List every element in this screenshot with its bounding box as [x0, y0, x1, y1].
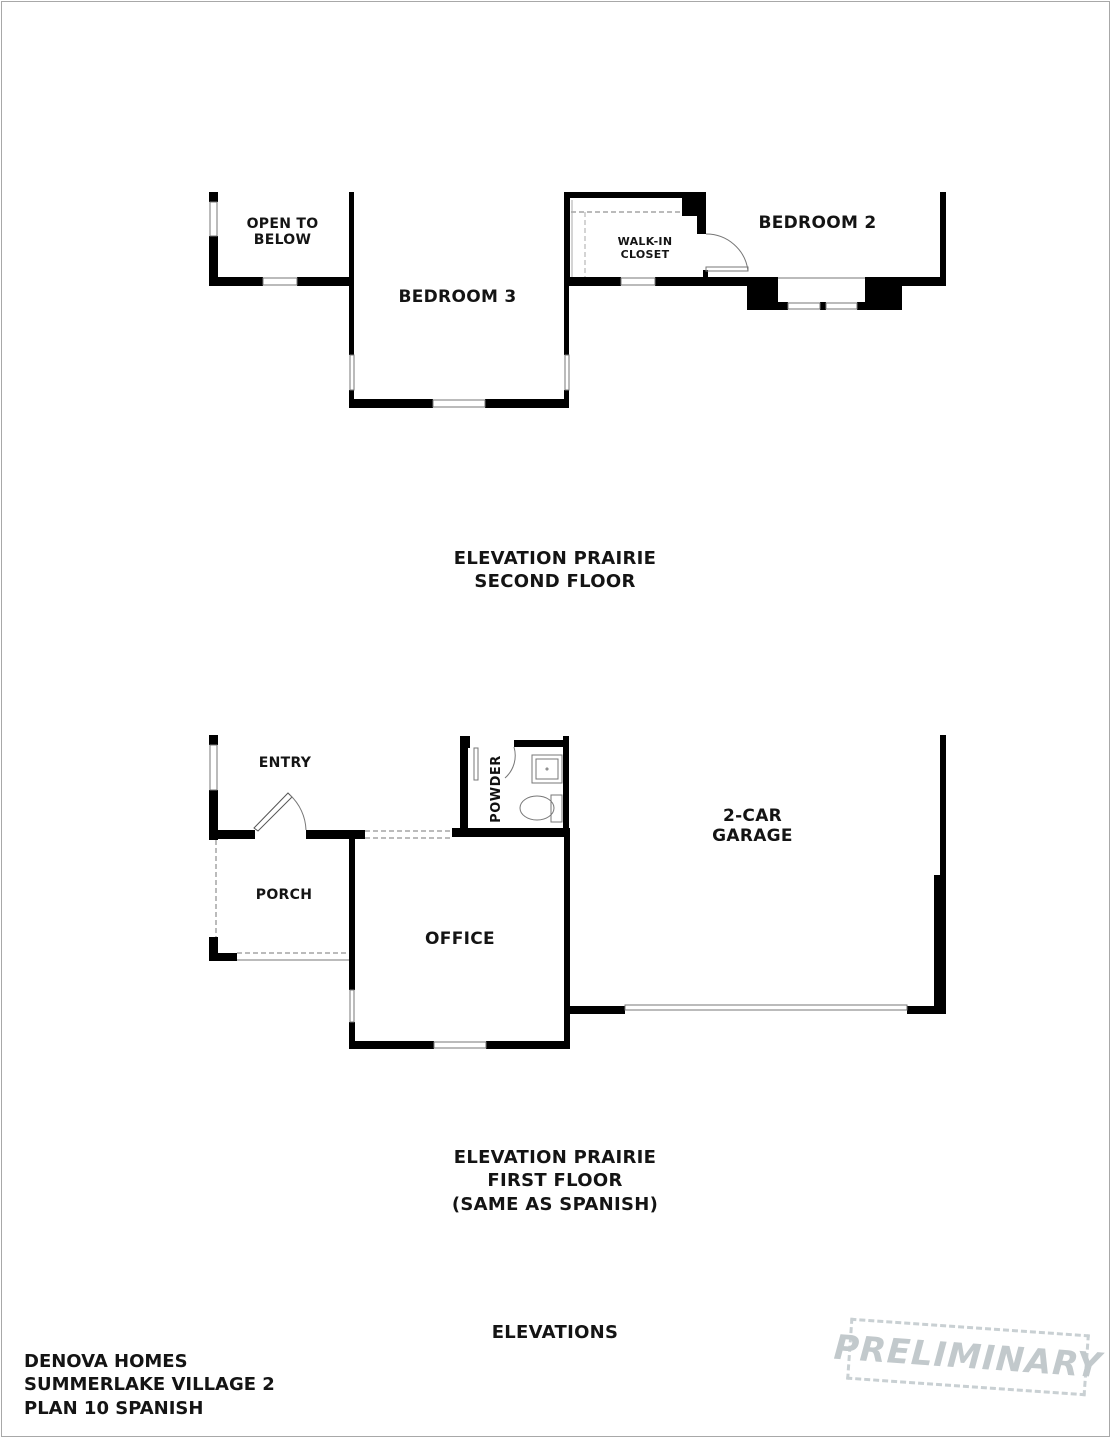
room-label-bedroom-3: BEDROOM 3	[398, 287, 517, 307]
sheet-title: ELEVATIONS	[491, 1322, 619, 1343]
community-name: SUMMERLAKE VILLAGE 2	[24, 1374, 275, 1396]
second-floor-details	[209, 200, 865, 408]
plan-name: PLAN 10 SPANISH	[24, 1397, 204, 1419]
first-floor-plan	[209, 735, 946, 1049]
room-label-entry: ENTRY	[258, 755, 312, 771]
second-floor-plan	[209, 192, 946, 408]
stamp-text: PRELIMINARY	[832, 1327, 1104, 1387]
room-label-porch: PORCH	[255, 887, 313, 903]
second-floor-caption: ELEVATION PRAIRIE SECOND FLOOR	[453, 548, 657, 593]
title-block: DENOVA HOMES SUMMERLAKE VILLAGE 2 PLAN 1…	[24, 1350, 275, 1420]
room-label-walk-in-closet: WALK-IN CLOSET	[617, 235, 673, 261]
room-label-office: OFFICE	[425, 929, 495, 949]
builder-name: DENOVA HOMES	[24, 1351, 188, 1372]
first-floor-caption: ELEVATION PRAIRIE FIRST FLOOR (SAME AS S…	[451, 1147, 659, 1215]
room-label-powder: POWDER	[489, 755, 504, 823]
first-floor-details	[209, 744, 908, 1049]
room-label-garage: 2-CAR GARAGE	[712, 806, 793, 846]
room-label-bedroom-2: BEDROOM 2	[758, 213, 877, 233]
room-label-open-to-below: OPEN TO BELOW	[246, 216, 319, 249]
